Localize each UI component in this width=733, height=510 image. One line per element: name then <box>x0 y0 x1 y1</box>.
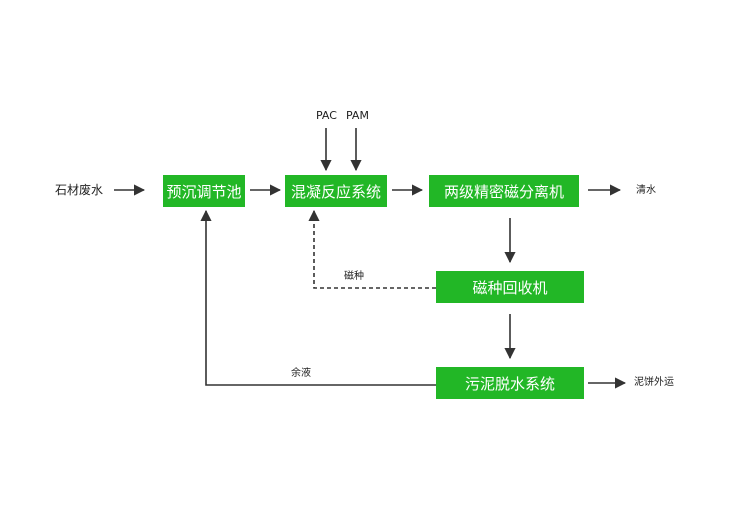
label-cake-out: 泥饼外运 <box>634 377 674 388</box>
arrow-magseed-recycle <box>308 209 436 289</box>
node-sludge-dewatering: 污泥脱水系统 <box>436 367 584 399</box>
arrow-residual-return <box>200 209 436 386</box>
label-pam: PAM <box>346 109 369 122</box>
node-presettle-tank: 预沉调节池 <box>163 175 245 207</box>
label-pac: PAC <box>316 109 337 122</box>
label-magseed: 磁种 <box>344 271 364 282</box>
label-clean-water: 清水 <box>636 185 656 196</box>
label-residual-liquid: 余液 <box>291 368 311 379</box>
node-magseed-recovery: 磁种回收机 <box>436 271 584 303</box>
node-magnetic-separator: 两级精密磁分离机 <box>429 175 579 207</box>
label-input-wastewater: 石材废水 <box>55 183 104 197</box>
node-coagulation-system: 混凝反应系统 <box>285 175 387 207</box>
